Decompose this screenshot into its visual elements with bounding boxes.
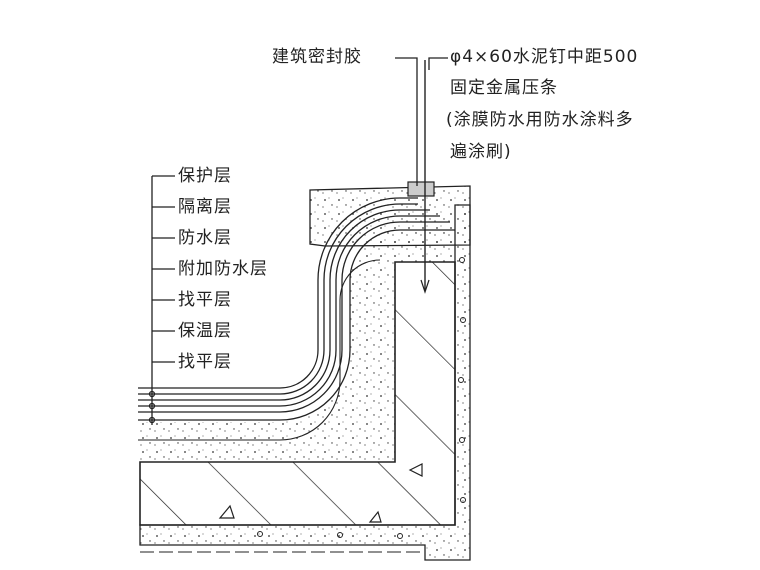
layer-label: 隔离层	[178, 197, 232, 217]
label-nail-line2: 固定金属压条	[450, 78, 558, 98]
label-nail-line1: φ4×60水泥钉中距500	[450, 47, 639, 67]
layer-label: 附加防水层	[178, 259, 268, 279]
label-nail-line4: 遍涂刷)	[450, 142, 512, 162]
layer-label: 保护层	[178, 166, 232, 186]
layer-label: 保温层	[178, 321, 232, 341]
metal-strip	[407, 181, 435, 197]
label-sealant: 建筑密封胶	[272, 47, 362, 67]
leveling-screed	[138, 230, 460, 462]
layer-label: 找平层	[178, 290, 232, 310]
membrane-layers	[138, 197, 455, 421]
outer-plaster	[139, 204, 471, 561]
label-nail-line3: (涂膜防水用防水涂料多	[446, 110, 634, 130]
layer-label: 防水层	[178, 228, 232, 248]
layer-label: 找平层	[178, 352, 232, 372]
